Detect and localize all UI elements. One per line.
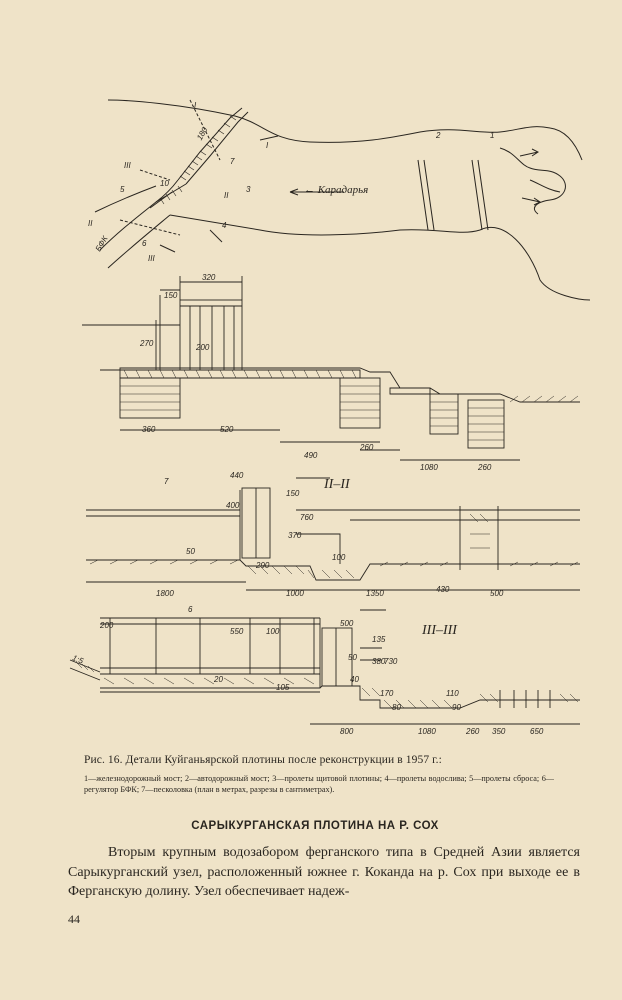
s3-dim-90: 90: [452, 703, 461, 712]
s2-dim-290: 290: [256, 561, 270, 570]
s3-item-6: 6: [188, 605, 193, 614]
section-mark-i-bottom: I: [266, 141, 269, 150]
item-number-3: 3: [246, 185, 251, 194]
s1-dim-490: 490: [304, 451, 318, 460]
s3-dim-170: 170: [380, 689, 394, 698]
s1-dim-320: 320: [202, 273, 216, 282]
s1-dim-520: 520: [220, 425, 234, 434]
figure-16: ← Карадарья БФК I I II II III III 1 2 3 …: [60, 80, 591, 740]
s3-dim-40: 40: [350, 675, 359, 684]
s2-dim-1800: 1800: [156, 589, 174, 598]
item-number-4: 4: [222, 221, 227, 230]
s3-dim-200: 200: [100, 621, 114, 630]
item-number-7: 7: [230, 157, 235, 166]
figure-caption: Рис. 16. Детали Куйганьярской плотины по…: [84, 754, 442, 766]
s1-dim-1080: 1080: [420, 463, 438, 472]
s3-dim-350: 350: [492, 727, 506, 736]
s3-dim-650: 650: [530, 727, 544, 736]
section-3-title: III–III: [422, 623, 457, 638]
s2-dim-100: 100: [332, 553, 346, 562]
s2-dim-760: 760: [300, 513, 314, 522]
section-mark-ii-left: II: [88, 219, 93, 228]
s1-dim-360: 360: [142, 425, 156, 434]
s2-dim-400: 400: [226, 501, 240, 510]
s2-item-7: 7: [164, 477, 169, 486]
item-number-1: 1: [490, 131, 495, 140]
s3-dim-550: 550: [230, 627, 244, 636]
s3-dim-50: 50: [348, 653, 357, 662]
section-2-drawing: [86, 477, 580, 591]
river-label: ← Карадарья: [304, 184, 369, 196]
s2-dim-1350: 1350: [366, 589, 384, 598]
s3-dim-110: 110: [446, 689, 459, 698]
section-mark-ii-right: II: [224, 191, 229, 200]
s1-dim-270: 270: [140, 339, 154, 348]
s1-dim-260a: 260: [360, 443, 374, 452]
plan-drawing: [94, 99, 591, 301]
item-number-5: 5: [120, 185, 125, 194]
s3-dim-730: 730: [384, 657, 398, 666]
s3-dim-105: 105: [276, 683, 290, 692]
s3-dim-100: 100: [266, 627, 280, 636]
s2-dim-500: 500: [490, 589, 504, 598]
s3-dim-20: 20: [214, 675, 223, 684]
s1-dim-200: 200: [196, 343, 210, 352]
section-3-drawing: [69, 609, 580, 725]
section-heading: САРЫКУРГАНСКАЯ ПЛОТИНА НА Р. СОХ: [191, 820, 439, 832]
section-mark-iii-top: III: [124, 161, 131, 170]
s3-dim-80: 80: [392, 703, 401, 712]
s2-dim-1000: 1000: [286, 589, 304, 598]
s2-dim-440: 440: [230, 471, 244, 480]
s2-dim-50: 50: [186, 547, 195, 556]
figure-legend: 1—железнодорожный мост; 2—автодорожный м…: [84, 774, 554, 794]
s3-dim-800: 800: [340, 727, 354, 736]
s1-dim-260b: 260: [478, 463, 492, 472]
s2-dim-430: 430: [436, 585, 450, 594]
body-paragraph: Вторым крупным водозабором ферганского т…: [68, 845, 580, 899]
s3-dim-380: 380: [372, 657, 386, 666]
s3-dim-500: 500: [340, 619, 354, 628]
s3-dim-260: 260: [466, 727, 480, 736]
section-1-drawing: [82, 276, 580, 461]
s3-dim-135: 135: [372, 635, 386, 644]
s1-dim-150: 150: [164, 291, 178, 300]
s2-dim-370: 370: [288, 531, 302, 540]
section-mark-i-top: I: [194, 101, 197, 110]
plan-dim-10: 10: [160, 179, 169, 188]
item-number-6: 6: [142, 239, 147, 248]
section-2-title: II–II: [324, 477, 350, 492]
s3-dim-1080: 1080: [418, 727, 436, 736]
page-number: 44: [68, 912, 80, 926]
s2-dim-150: 150: [286, 489, 300, 498]
item-number-2: 2: [436, 131, 441, 140]
section-mark-iii-bottom: III: [148, 254, 155, 263]
